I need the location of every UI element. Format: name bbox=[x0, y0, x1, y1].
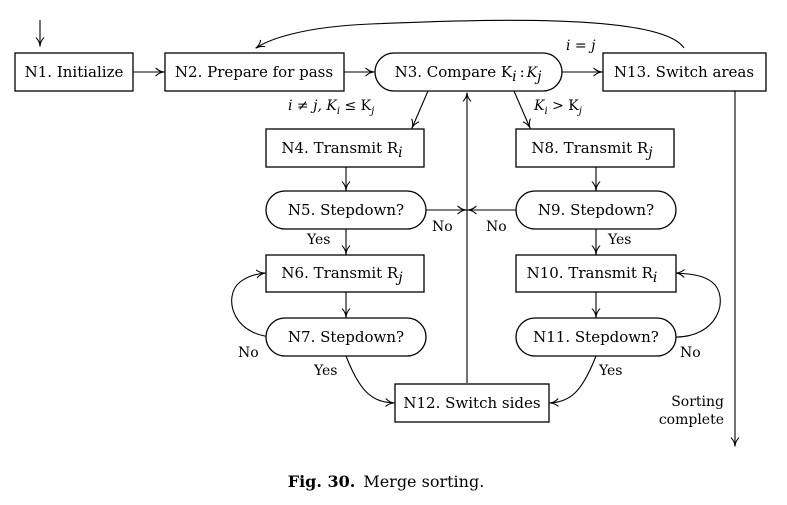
node-n11: N11. Stepdown? bbox=[515, 317, 677, 357]
caption-label: Fig. 30. bbox=[288, 472, 356, 491]
caption-text: Merge sorting. bbox=[363, 472, 484, 491]
node-n12: N12. Switch sides bbox=[394, 383, 550, 423]
edge-label-ki-gt-kj: Ki > Kj bbox=[533, 98, 582, 117]
node-n8-label: N8. Transmit Rj bbox=[531, 139, 653, 161]
node-n4: N4. Transmit Ri bbox=[265, 128, 425, 168]
edge-n7-n12 bbox=[345, 355, 394, 403]
node-n6-label: N6. Transmit Rj bbox=[281, 264, 403, 286]
node-n3-label: N3. Compare Ki:Kj bbox=[395, 63, 543, 85]
node-n6: N6. Transmit Rj bbox=[265, 254, 425, 293]
edge-n11-n10-loop bbox=[669, 273, 721, 338]
edge-label-i-equals-j: i = j bbox=[566, 38, 596, 54]
node-n9: N9. Stepdown? bbox=[515, 190, 677, 230]
edge-label-no-n9: No bbox=[486, 219, 507, 235]
node-n10: N10. Transmit Ri bbox=[515, 254, 677, 293]
edge-n3-n8 bbox=[513, 90, 530, 128]
node-n7-label: N7. Stepdown? bbox=[288, 328, 404, 346]
node-n12-label: N12. Switch sides bbox=[403, 394, 540, 412]
label-complete: complete bbox=[659, 412, 724, 428]
node-n4-label: N4. Transmit Ri bbox=[281, 139, 402, 161]
edge-label-yes-n5: Yes bbox=[306, 232, 331, 248]
edge-n13-n2 bbox=[256, 19, 685, 48]
edge-n3-n4 bbox=[412, 90, 429, 128]
node-n13: N13. Switch areas bbox=[602, 52, 767, 92]
label-sorting: Sorting bbox=[671, 394, 724, 410]
node-n8: N8. Transmit Rj bbox=[515, 128, 675, 168]
edges bbox=[40, 19, 735, 446]
edge-label-i-neq-j: i ≠ j, Ki ≤ Kj bbox=[288, 98, 374, 117]
node-n10-label: N10. Transmit Ri bbox=[527, 264, 658, 286]
edge-label-yes-n7: Yes bbox=[313, 363, 338, 379]
node-n3: N3. Compare Ki:Kj bbox=[374, 52, 563, 92]
edge-label-yes-n9: Yes bbox=[607, 232, 632, 248]
edge-n7-n6-loop bbox=[231, 273, 283, 338]
figure-caption: Fig. 30. Merge sorting. bbox=[288, 472, 485, 491]
edge-label-yes-n11: Yes bbox=[598, 363, 623, 379]
edge-label-no-n11: No bbox=[680, 345, 701, 361]
edge-n11-n12 bbox=[550, 355, 597, 403]
edge-label-no-n7: No bbox=[238, 345, 259, 361]
node-n13-label: N13. Switch areas bbox=[614, 63, 754, 81]
node-n1-label: N1. Initialize bbox=[25, 63, 124, 81]
node-n5: N5. Stepdown? bbox=[265, 190, 427, 230]
node-n2: N2. Prepare for pass bbox=[164, 52, 345, 92]
node-n11-label: N11. Stepdown? bbox=[533, 328, 659, 346]
node-n5-label: N5. Stepdown? bbox=[288, 201, 404, 219]
node-n9-label: N9. Stepdown? bbox=[538, 201, 654, 219]
edge-label-no-n5: No bbox=[432, 219, 453, 235]
node-n7: N7. Stepdown? bbox=[265, 317, 427, 357]
node-n2-label: N2. Prepare for pass bbox=[175, 63, 333, 81]
node-n1: N1. Initialize bbox=[14, 52, 134, 92]
